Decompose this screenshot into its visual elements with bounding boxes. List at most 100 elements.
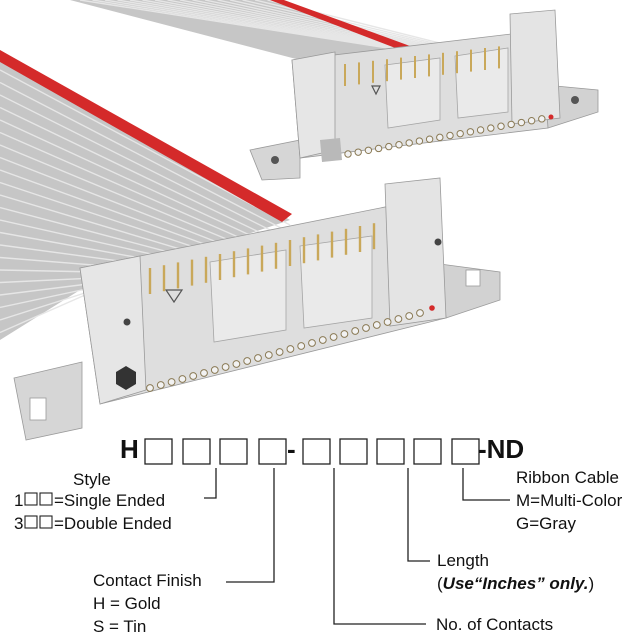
- contact-hole: [517, 118, 526, 127]
- ribbon-cable-option1: M=Multi-Color: [516, 491, 623, 510]
- connector-front: [13, 177, 501, 441]
- style-box-2: [182, 438, 211, 465]
- contact-hole: [210, 366, 219, 374]
- length-box-2: [413, 438, 442, 465]
- length-note-italic: Use“Inches” only.: [443, 574, 589, 593]
- ribbon-cable-option2: G=Gray: [516, 514, 576, 533]
- cable-rib: [0, 131, 246, 241]
- contacts-callout: No. of Contacts: [436, 615, 553, 634]
- contact-hole: [146, 384, 154, 392]
- contact-hole: [497, 122, 505, 130]
- contact-finish-callout: Contact Finish H = Gold S = Tin: [93, 571, 202, 636]
- length-note: (Use“Inches” only.): [437, 574, 594, 593]
- contact-hole: [254, 354, 262, 362]
- length-note-open: (: [437, 574, 443, 593]
- part-prefix: H: [120, 434, 139, 464]
- contact-hole: [232, 360, 241, 368]
- ribbon-cable-assembly-illustration: [0, 0, 599, 441]
- pin1-marker: [548, 114, 554, 120]
- contact-hole: [308, 339, 316, 347]
- cable-rib: [117, 0, 420, 53]
- contact-hole: [243, 357, 252, 365]
- contact-hole: [394, 315, 403, 323]
- contact-hole: [189, 372, 198, 380]
- contact-finish-option1: H = Gold: [93, 594, 161, 613]
- style-leader: [204, 468, 217, 499]
- contact-hole: [156, 381, 165, 389]
- style-callout: Style 1 =Single Ended 3 =Double Ended: [14, 470, 172, 533]
- contact-hole: [362, 324, 370, 332]
- ribbon-cable-callout: Ribbon Cable M=Multi-Color G=Gray: [516, 468, 623, 533]
- contact-hole: [405, 139, 413, 147]
- contact-hole: [344, 150, 352, 158]
- contact-hole: [527, 117, 536, 125]
- contact-finish-option2: S = Tin: [93, 617, 146, 636]
- contact-hole: [487, 124, 495, 132]
- style-option1-digit: 1: [14, 491, 23, 510]
- leader-lines: [204, 468, 510, 625]
- contact-hole: [538, 115, 546, 123]
- cable-rib: [0, 81, 282, 229]
- contact-hole: [374, 144, 383, 153]
- contact-hole: [476, 126, 485, 134]
- style-title: Style: [73, 470, 111, 489]
- contact-finish-box: [258, 438, 287, 465]
- contacts-box-1: [302, 438, 331, 465]
- cable-rib: [0, 169, 219, 250]
- cable-rib: [129, 0, 427, 53]
- cable-rib: [0, 106, 264, 235]
- contact-hole: [405, 312, 414, 320]
- connector-back: [249, 9, 599, 181]
- contact-hole: [395, 141, 403, 149]
- contact-hole: [264, 351, 273, 359]
- contact-hole: [425, 135, 434, 143]
- contact-hole: [167, 378, 176, 386]
- contact-hole: [383, 318, 392, 326]
- cable-rib: [0, 94, 273, 232]
- contacts-leader: [333, 468, 426, 625]
- contact-hole: [178, 375, 187, 383]
- style-option1-square-1: [24, 492, 38, 506]
- contact-finish-leader: [226, 468, 275, 583]
- style-option2-digit: 3: [14, 514, 23, 533]
- cable-rib: [0, 181, 210, 253]
- contact-hole: [354, 148, 362, 156]
- contact-hole: [372, 321, 381, 329]
- style-option2-square-1: [24, 515, 38, 529]
- style-option1-square-2: [39, 492, 53, 506]
- contact-hole: [318, 336, 327, 344]
- cable-rib: [0, 119, 255, 238]
- contact-hole: [329, 333, 338, 341]
- cable-rib: [0, 194, 201, 256]
- contact-hole: [200, 369, 208, 377]
- part-suffix: -ND: [478, 434, 524, 464]
- cable-rib: [142, 0, 433, 54]
- length-callout: Length (Use“Inches” only.): [437, 551, 594, 593]
- contact-hole: [286, 345, 295, 353]
- contact-hole: [364, 146, 373, 155]
- contacts-box-2: [339, 438, 368, 465]
- length-leader: [407, 468, 430, 562]
- cable-rib: [0, 156, 228, 247]
- contact-hole: [456, 129, 464, 138]
- contact-hole: [466, 128, 475, 136]
- ribbon-cable-box: [451, 438, 480, 465]
- cable-rib: [0, 144, 237, 244]
- ribbon-cable-title: Ribbon Cable: [516, 468, 619, 487]
- contact-hole: [507, 120, 515, 129]
- contacts-label: No. of Contacts: [436, 615, 553, 634]
- contact-hole: [340, 330, 349, 338]
- style-option1-text: =Single Ended: [54, 491, 165, 510]
- cable-rib: [0, 69, 291, 226]
- ribbon-cable-leader: [462, 468, 510, 501]
- length-label: Length: [437, 551, 489, 570]
- style-option2-square-2: [39, 515, 53, 529]
- style-box-3: [219, 438, 248, 465]
- part-number-code: H - -ND: [120, 434, 524, 465]
- contact-hole: [415, 137, 424, 145]
- contact-hole: [221, 363, 230, 371]
- cable-rib: [79, 0, 401, 51]
- pin1-marker: [429, 305, 435, 311]
- cable-rib: [92, 0, 407, 52]
